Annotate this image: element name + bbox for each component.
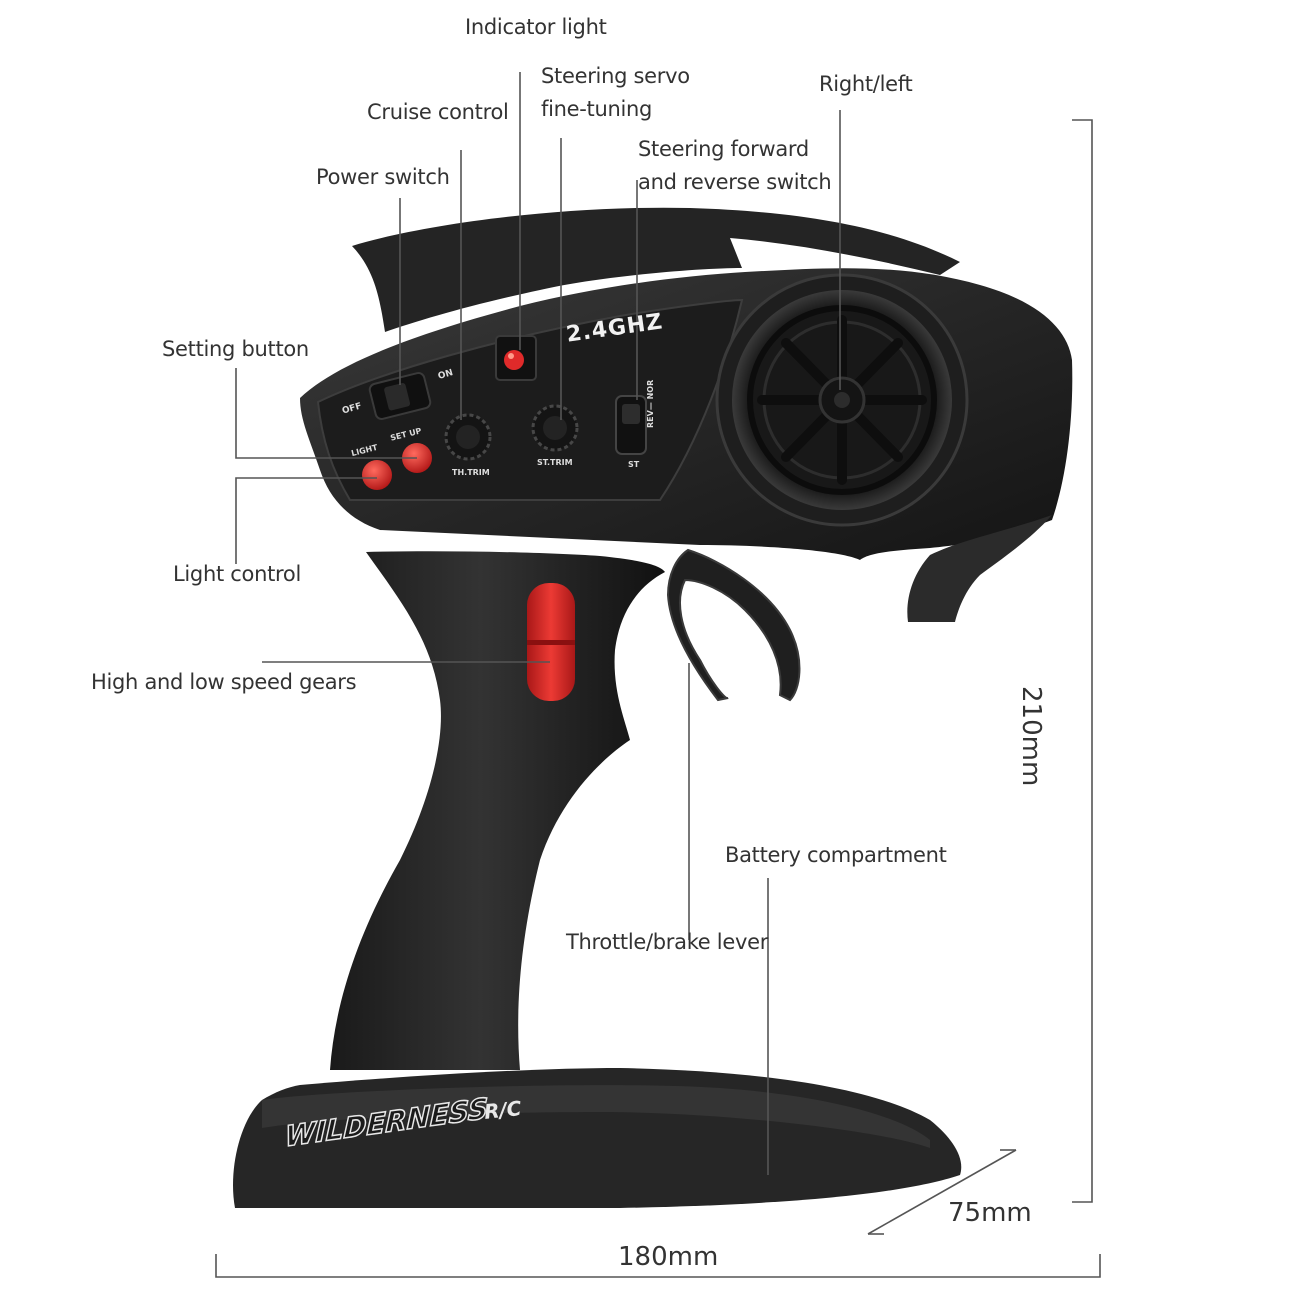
toggle-switch-icon[interactable]: [615, 395, 647, 455]
steering-servo-label-line1: Steering servo: [541, 64, 690, 88]
st-trim-label: ST.TRIM: [537, 458, 573, 467]
width-dimension-label: 180mm: [618, 1242, 719, 1272]
indicator-light-label: Indicator light: [465, 15, 607, 39]
brand-suffix: R/C: [482, 1096, 523, 1124]
power-switch[interactable]: [368, 372, 432, 420]
grip: [330, 551, 665, 1070]
setting-button-label: Setting button: [162, 337, 309, 361]
height-dimension-label: 210mm: [1016, 686, 1046, 787]
red-button-icon[interactable]: [362, 460, 392, 490]
speed-gears-label: High and low speed gears: [91, 670, 357, 694]
trim-knob-icon[interactable]: [444, 413, 492, 461]
tail-hook: [907, 515, 1052, 622]
steering-wheel-icon[interactable]: [747, 305, 937, 495]
depth-dimension-label: 75mm: [948, 1198, 1032, 1228]
st-label: ST: [628, 460, 640, 469]
throttle-trigger: [666, 548, 801, 702]
steering-forward-label-line1: Steering forward: [638, 137, 809, 161]
top-handle: [352, 207, 960, 332]
th-trim-label: TH.TRIM: [452, 468, 490, 477]
indicator-led-icon: [495, 335, 537, 381]
rev-nor-label: REV— NOR: [646, 379, 655, 428]
power-switch-label: Power switch: [316, 165, 450, 189]
leader-lines: [235, 72, 841, 1175]
cruise-control-label: Cruise control: [367, 100, 509, 124]
st-trim-knob[interactable]: [531, 404, 579, 452]
light-control-label: Light control: [173, 562, 301, 586]
throttle-brake-label: Throttle/brake lever: [566, 930, 769, 954]
dimension-lines: [215, 119, 1101, 1278]
steering-forward-label-line2: and reverse switch: [638, 170, 832, 194]
battery-compartment-label: Battery compartment: [725, 843, 947, 867]
right-left-label: Right/left: [819, 72, 913, 96]
steering-servo-label-line2: fine-tuning: [541, 97, 653, 121]
